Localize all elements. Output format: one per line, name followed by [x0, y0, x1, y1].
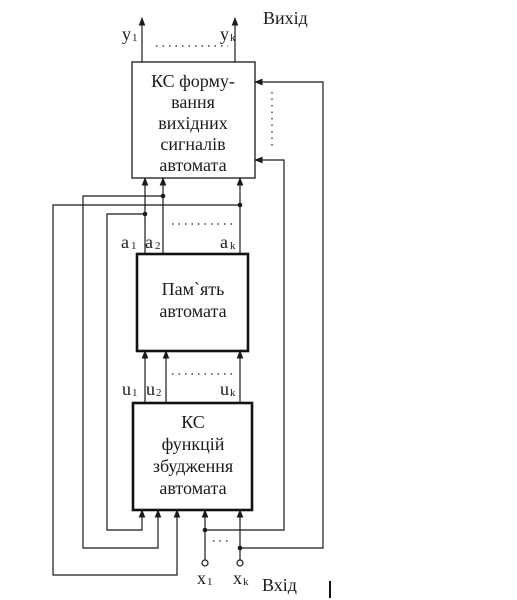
svg-text:y: y: [220, 24, 229, 44]
label-yk: y k: [220, 24, 236, 44]
memory-block: Пам`ять автомата: [135, 252, 250, 353]
label-a2: a 2: [145, 232, 161, 252]
output-logic-block: КС форму- вання вихідних сигналів автома…: [131, 61, 256, 179]
svg-text:1: 1: [207, 576, 213, 588]
svg-text:x: x: [197, 568, 206, 588]
label-a1: a 1: [121, 232, 137, 252]
excitation-logic-block: КС функцій збудження автомата: [131, 401, 254, 512]
output-block-line-1: КС форму-: [151, 71, 235, 91]
svg-text:x: x: [233, 568, 242, 588]
label-x1: x 1: [197, 568, 213, 588]
label-u1: u 1: [122, 379, 138, 399]
svg-text:2: 2: [156, 387, 162, 399]
svg-text:k: k: [243, 576, 249, 588]
output-block-line-3: вихідних: [158, 113, 228, 133]
output-lines: [138, 17, 239, 62]
excitation-block-line-1: КС: [181, 412, 205, 432]
label-y1: y 1: [122, 24, 138, 44]
feedback-lines: [52, 195, 240, 576]
output-block-line-5: автомата: [159, 155, 226, 175]
excitation-lines: [141, 350, 244, 403]
svg-text:1: 1: [132, 32, 138, 44]
excitation-block-line-3: збудження: [153, 456, 233, 476]
label-uk: u k: [220, 379, 236, 399]
svg-text:y: y: [122, 24, 131, 44]
svg-text:a: a: [220, 232, 228, 252]
excitation-block-line-4: автомата: [159, 478, 226, 498]
text-cursor: [329, 581, 331, 598]
svg-text:2: 2: [155, 240, 161, 252]
svg-text:k: k: [230, 240, 236, 252]
svg-text:a: a: [145, 232, 153, 252]
input-to-output-lines: [205, 78, 324, 549]
memory-block-line-2: автомата: [159, 301, 226, 321]
input-lines: [201, 509, 244, 567]
output-block-line-4: сигналів: [160, 134, 225, 154]
svg-text:k: k: [230, 387, 236, 399]
label-ak: a k: [220, 232, 236, 252]
svg-text:u: u: [146, 379, 155, 399]
svg-text:a: a: [121, 232, 129, 252]
label-u2: u 2: [146, 379, 162, 399]
output-block-line-2: вання: [171, 92, 215, 112]
svg-text:1: 1: [131, 240, 137, 252]
input-title: Вхід: [262, 575, 297, 595]
memory-block-line-1: Пам`ять: [162, 279, 225, 299]
svg-text:k: k: [230, 32, 236, 44]
label-xk: x k: [233, 568, 249, 588]
output-title: Вихід: [263, 8, 308, 28]
svg-text:1: 1: [132, 387, 138, 399]
svg-text:u: u: [220, 379, 229, 399]
svg-text:u: u: [122, 379, 131, 399]
excitation-block-line-2: функцій: [162, 434, 225, 454]
